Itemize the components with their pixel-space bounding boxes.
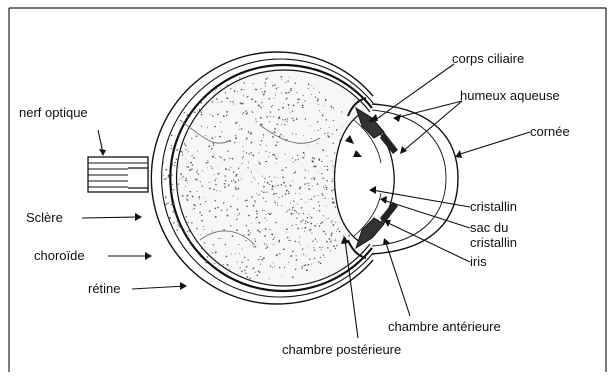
- label-nerf-optique: nerf optique: [19, 105, 88, 120]
- optic-disc: [128, 168, 148, 188]
- label-corps-ciliaire: corps ciliaire: [452, 51, 524, 66]
- anterior-segment: [335, 98, 459, 258]
- label-sac-cristallin: cristallin: [470, 235, 517, 250]
- label-cristallin: cristallin: [470, 199, 517, 214]
- label-iris: iris: [470, 254, 487, 269]
- label-choroide: choroïde: [34, 248, 85, 263]
- label-chambre-anterieure: chambre antérieure: [388, 319, 501, 334]
- label-humeur-aqueuse: humeux aqueuse: [460, 88, 560, 103]
- label-retine: rétine: [88, 281, 121, 296]
- label-chambre-posterieure: chambre postérieure: [282, 342, 401, 357]
- label-sclere: Sclère: [26, 210, 63, 225]
- crystalline-lens: [335, 114, 395, 242]
- label-sac-du: sac du: [470, 220, 508, 235]
- label-cornee: cornée: [530, 124, 570, 139]
